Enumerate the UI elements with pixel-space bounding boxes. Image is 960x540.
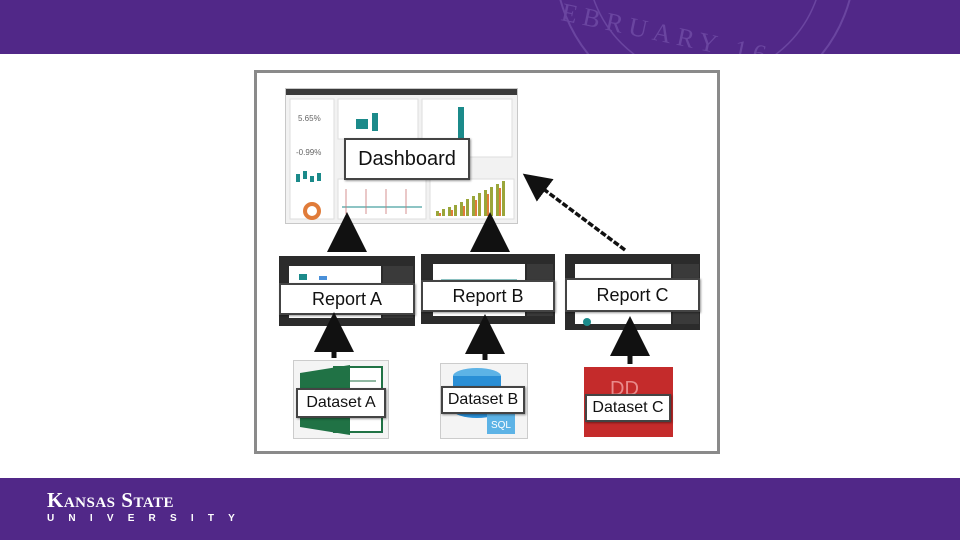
header-bar: EBRUARY 16, 186 xyxy=(0,0,960,54)
dataset-c-label: Dataset C xyxy=(585,394,671,422)
svg-text:-0.99%: -0.99% xyxy=(296,148,321,157)
footer-bar xyxy=(0,478,960,540)
dashboard-screenshot: 5.65% -0.99% xyxy=(285,88,518,224)
brand-name: Kansas State xyxy=(47,488,175,512)
arrow-report-c-to-dashboard xyxy=(522,173,627,252)
report-c-label: Report C xyxy=(565,278,700,312)
svg-text:5.65%: 5.65% xyxy=(298,114,321,123)
report-b-label: Report B xyxy=(421,280,555,312)
university-seal-watermark: EBRUARY 16, 186 xyxy=(559,0,855,54)
dataset-a-label: Dataset A xyxy=(296,388,386,418)
svg-text:SQL: SQL xyxy=(491,420,511,431)
brand-sub: UNIVERSITY xyxy=(47,513,250,524)
dashboard-label: Dashboard xyxy=(344,138,470,180)
university-logo: Kansas State UNIVERSITY xyxy=(47,489,249,525)
dataset-b-label: Dataset B xyxy=(441,386,525,414)
